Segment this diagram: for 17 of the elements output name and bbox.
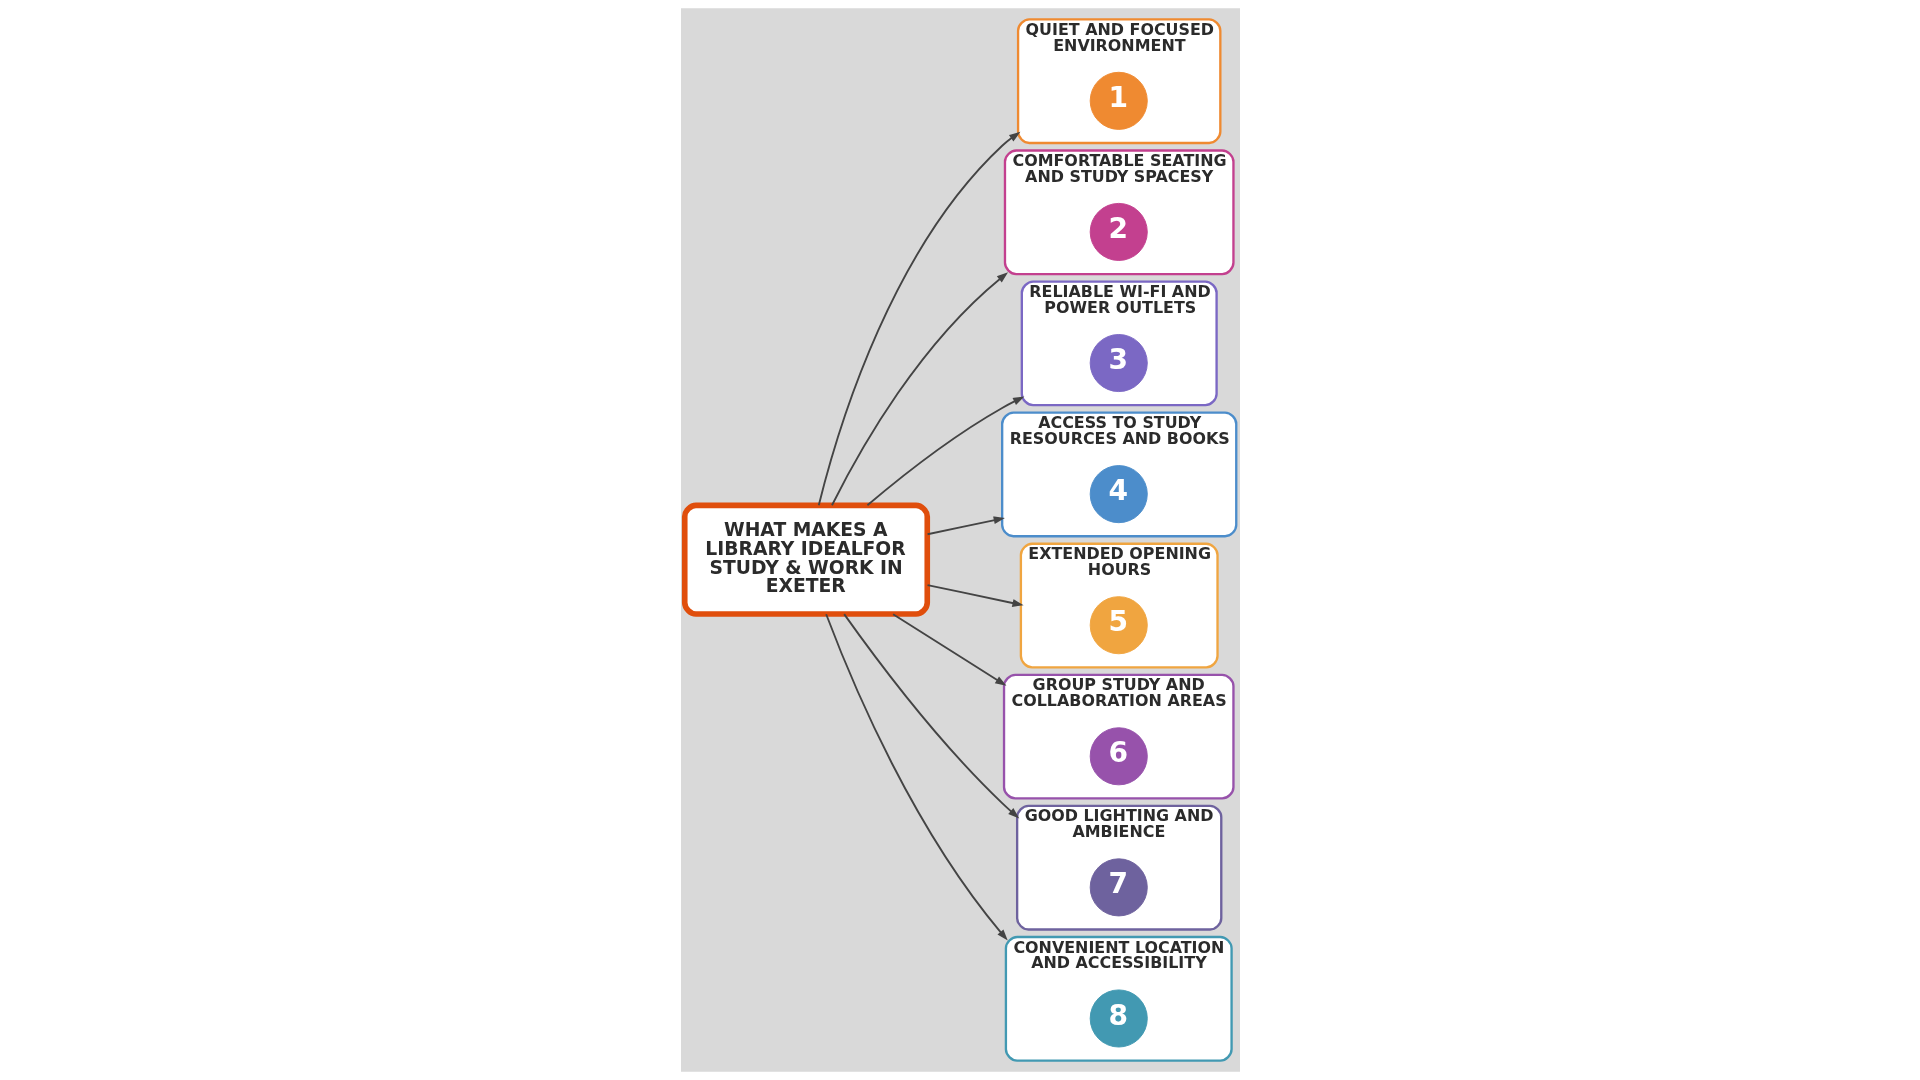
node-box: WHAT MAKES A LIBRARY IDEALFOR STUDY & WORK IN EXETER xyxy=(681,502,930,617)
arrow xyxy=(830,272,1008,507)
arrow xyxy=(817,131,1020,507)
arrow xyxy=(824,613,1008,941)
arrow xyxy=(926,584,1024,607)
node-circle: 6 xyxy=(1089,727,1148,786)
arrow xyxy=(842,613,1019,819)
arrow xyxy=(926,516,1005,536)
node-circle: 7 xyxy=(1089,858,1148,917)
node-circle: 4 xyxy=(1089,465,1148,524)
node-circle: 3 xyxy=(1089,334,1148,393)
node-circle: 1 xyxy=(1089,71,1148,130)
arrow xyxy=(891,613,1006,686)
arrow xyxy=(866,396,1024,507)
node-circle: 8 xyxy=(1089,989,1148,1048)
node-circle: 2 xyxy=(1089,202,1148,261)
node-circle: 5 xyxy=(1089,596,1148,655)
